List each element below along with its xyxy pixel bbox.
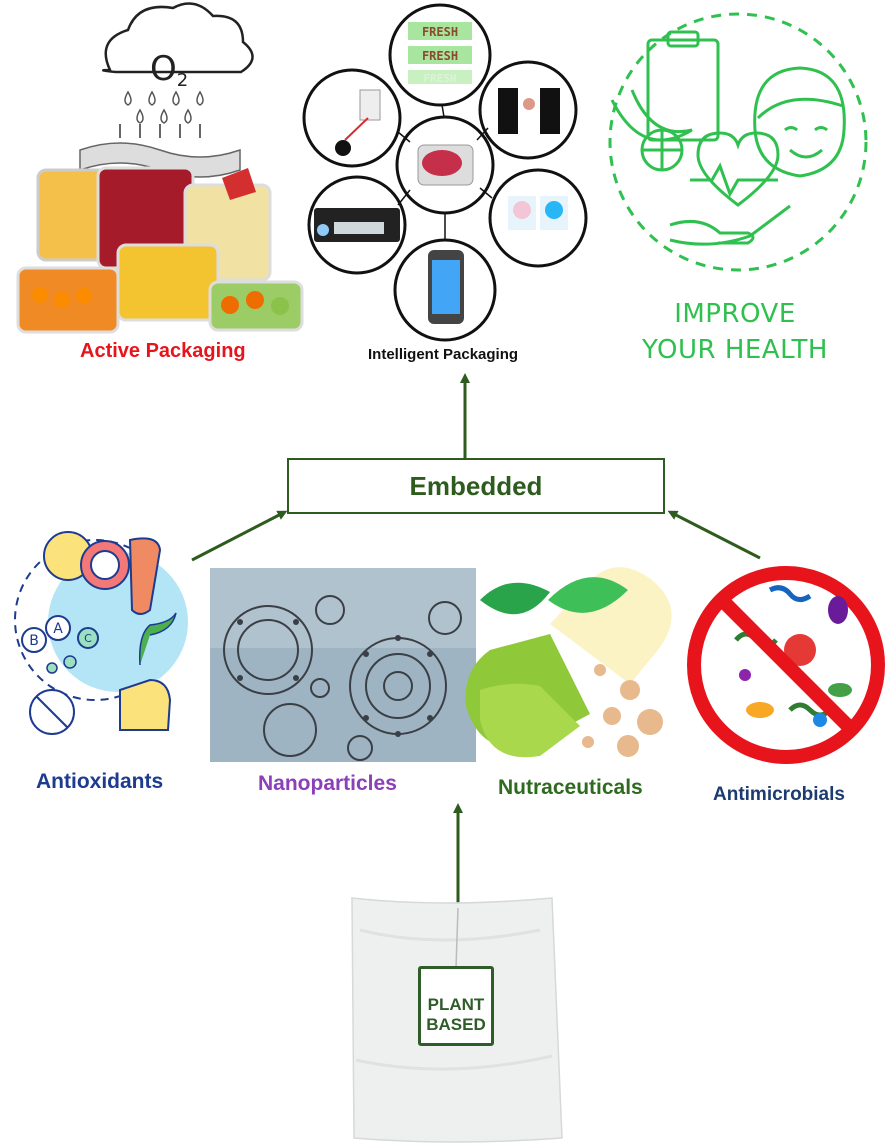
fullerene-small xyxy=(263,703,317,757)
embedded-box: Embedded xyxy=(287,458,665,514)
nutraceuticals-illustration xyxy=(465,567,672,758)
embedded-label: Embedded xyxy=(409,470,543,501)
fresh-label-2: FRESH xyxy=(423,72,456,85)
bacteria-group xyxy=(734,585,852,727)
vitamin-b-text: B xyxy=(29,633,39,649)
carrot-icon xyxy=(128,537,162,615)
nutraceuticals-label: Nutraceuticals xyxy=(498,776,643,799)
o2-symbol: O2 xyxy=(150,49,188,91)
banana-icon xyxy=(610,89,693,142)
capsule-icon xyxy=(119,678,172,731)
antimicrobials-illustration xyxy=(687,566,885,764)
vitamin-a-text: A xyxy=(53,621,63,637)
clipboard-icon xyxy=(646,38,720,142)
cloud-icon xyxy=(102,2,254,74)
nanoparticles-label: Nanoparticles xyxy=(258,772,397,795)
vitamin-b-bubble xyxy=(21,627,47,653)
health-slogan: IMPROVE YOUR HEALTH xyxy=(620,296,850,368)
heart-icon xyxy=(696,131,780,207)
antioxidants-illustration: B A C xyxy=(14,531,188,735)
tag-line-1: PLANT xyxy=(427,995,485,1014)
intelligent-packaging-label: Intelligent Packaging xyxy=(368,346,519,363)
health-line-1: IMPROVE xyxy=(674,299,796,329)
sprout-icon xyxy=(138,612,177,666)
antioxidants-label: Antioxidants xyxy=(36,770,164,793)
film-layer xyxy=(79,142,241,178)
fullerene-large xyxy=(223,605,313,695)
vitamin-c-text: C xyxy=(84,632,92,645)
health-dashed-ring xyxy=(608,12,868,272)
fresh-label-0: FRESH xyxy=(422,25,458,39)
health-line-2: YOUR HEALTH xyxy=(642,335,828,365)
antimicrobials-label: Antimicrobials xyxy=(713,784,845,805)
tag-line-2: BASED xyxy=(426,1015,486,1034)
woman-face-icon xyxy=(753,66,846,178)
oxygen-indicator-circle xyxy=(488,168,588,268)
arrow-antioxidants-to-embedded xyxy=(191,510,288,562)
nanoparticles-illustration xyxy=(210,568,476,762)
plant-based-tag: PLANT BASED xyxy=(418,966,494,1046)
arrow-antimicrobials-to-embedded xyxy=(667,510,761,560)
prohibition-slash xyxy=(717,595,857,735)
active-packaging-label: Active Packaging xyxy=(80,340,246,362)
hand-icon xyxy=(669,219,755,245)
fresh-label-1: FRESH xyxy=(422,49,458,63)
vitamin-a-bubble xyxy=(45,615,71,641)
leaf-left xyxy=(480,582,550,615)
vitamin-c-bubble xyxy=(77,627,99,649)
water-drops xyxy=(124,90,204,124)
leaf-right xyxy=(548,577,628,613)
